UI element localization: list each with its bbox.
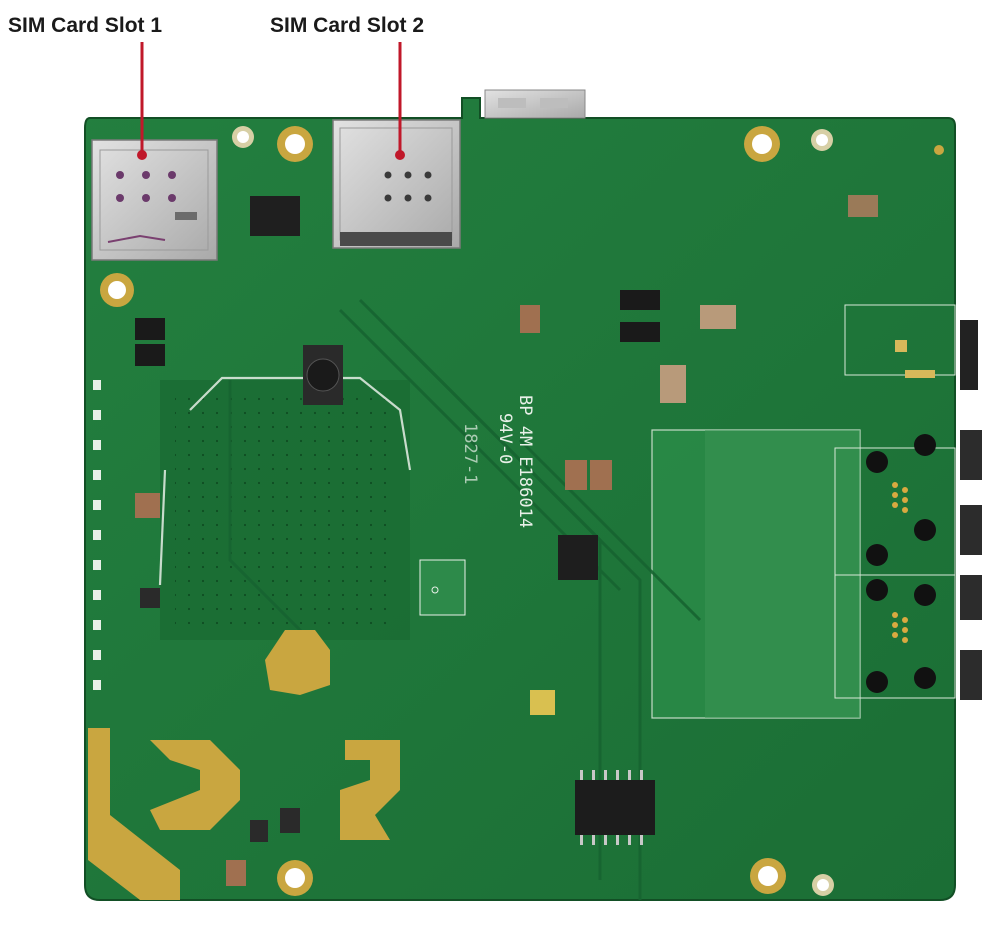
ground-pad-gold bbox=[265, 630, 330, 695]
mounting-holes bbox=[100, 126, 944, 896]
board-marking-2: 94V-0 bbox=[495, 413, 515, 464]
side-connector bbox=[866, 320, 982, 700]
callout-label-slot-2: SIM Card Slot 2 bbox=[270, 14, 425, 37]
sim-card-slot-2 bbox=[332, 119, 461, 249]
board-marking-1: BP 4M E186014 bbox=[515, 395, 535, 528]
sim-card-slot-1 bbox=[91, 139, 218, 261]
board-marking-3: 1827-1 bbox=[460, 423, 480, 484]
callout-label-slot-1: SIM Card Slot 1 bbox=[8, 14, 163, 37]
connector-outline bbox=[844, 304, 956, 376]
passive-components bbox=[135, 195, 878, 886]
ic-chips bbox=[250, 196, 655, 845]
antenna-pad-left bbox=[88, 728, 180, 900]
edge-pads bbox=[93, 380, 101, 690]
antenna-pad-center bbox=[340, 740, 400, 840]
